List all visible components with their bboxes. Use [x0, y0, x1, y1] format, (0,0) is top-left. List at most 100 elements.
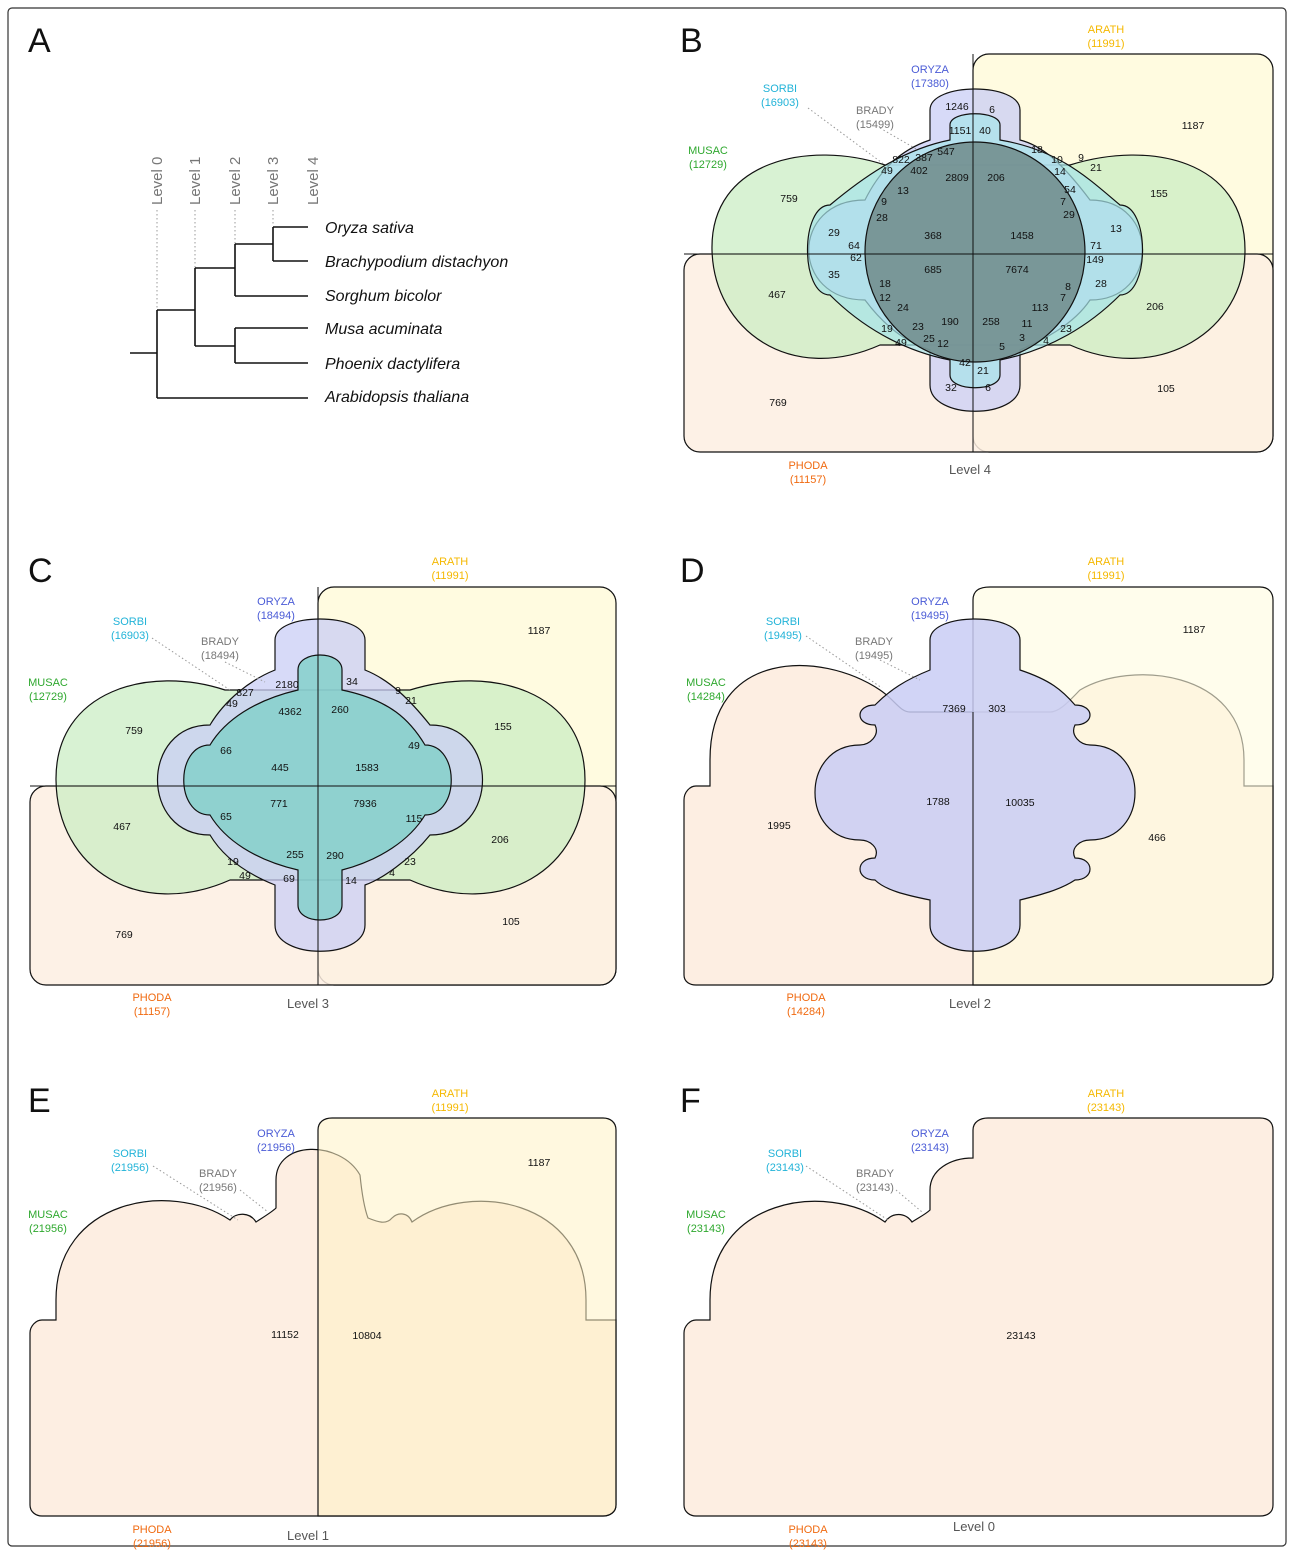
- arath-label: ARATH: [1088, 24, 1125, 36]
- region-count: 190: [941, 316, 959, 328]
- region-count: 7674: [1005, 264, 1029, 276]
- musac-label: MUSAC: [28, 1209, 68, 1221]
- oryza-count: (17380): [911, 78, 949, 90]
- region-count: 49: [226, 698, 238, 710]
- sorbi-pointer: [152, 1165, 239, 1221]
- sorbi-count: (16903): [761, 97, 799, 109]
- sorbi-count: (23143): [766, 1162, 804, 1174]
- region-count: 1246: [945, 101, 969, 113]
- region-count: 28: [1095, 278, 1107, 290]
- region-count: 769: [115, 929, 133, 941]
- brady-pointer: [224, 661, 266, 683]
- brady-pointer: [879, 127, 919, 151]
- region-count: 35: [828, 269, 840, 281]
- region-count: 14: [1054, 166, 1066, 178]
- arath-label: ARATH: [432, 556, 469, 568]
- level-label: Level 0: [953, 1519, 995, 1534]
- oryza-label: ORYZA: [911, 596, 949, 608]
- region-count: 155: [494, 721, 512, 733]
- arath-count: (11991): [1087, 570, 1124, 582]
- region-count: 18: [1031, 144, 1043, 156]
- brady-count: (15499): [856, 119, 894, 131]
- brady-pointer: [879, 659, 921, 681]
- panel-letter-c: C: [28, 552, 53, 590]
- brady-set: [864, 141, 1086, 363]
- musac-count: (12729): [689, 159, 727, 171]
- region-count: 11: [1022, 318, 1033, 330]
- region-count: 206: [491, 834, 509, 846]
- brady-count: (23143): [856, 1182, 894, 1194]
- phoda-count: (21956): [133, 1538, 171, 1550]
- panel-e: E ARATH (11991) ORYZA (21956) SORBI (219…: [28, 1082, 617, 1550]
- region-count: 65: [220, 811, 232, 823]
- region-count: 771: [270, 798, 288, 810]
- arath-label: ARATH: [432, 1088, 469, 1100]
- region-count: 4362: [278, 706, 302, 718]
- oryza-count: (18494): [257, 610, 295, 622]
- region-count: 7936: [353, 798, 377, 810]
- region-count: 12: [879, 292, 891, 304]
- region-count: 467: [113, 821, 131, 833]
- region-count: 759: [780, 193, 798, 205]
- panel-f-labels: ARATH (23143) ORYZA (23143) SORBI (23143…: [686, 1088, 1125, 1550]
- region-count: 10: [1051, 154, 1063, 166]
- brady-label: BRADY: [201, 636, 240, 648]
- brady-count: (18494): [201, 650, 239, 662]
- species-musa: Musa acuminata: [325, 321, 442, 338]
- region-count: 685: [924, 264, 942, 276]
- panel-b-numbers: 1187 1246 6 1151 40 547 387 822 402 49 2…: [768, 101, 1204, 409]
- musac-count: (12729): [29, 691, 67, 703]
- region-count: 7: [1060, 196, 1066, 208]
- phylogenetic-tree: [130, 226, 308, 399]
- region-count: 12: [937, 338, 949, 350]
- panel-c-labels: ARATH (11991) ORYZA (18494) SORBI (16903…: [28, 556, 468, 1018]
- phoda-count: (23143): [789, 1538, 827, 1550]
- region-count: 1187: [528, 625, 551, 637]
- phoda-label: PHODA: [132, 1524, 172, 1536]
- region-count: 29: [1063, 209, 1075, 221]
- panel-c: C ARATH (11991) ORYZA (18494) SORBI (169…: [28, 552, 617, 1018]
- musac-count: (14284): [687, 691, 725, 703]
- species-oryza: Oryza sativa: [325, 220, 414, 237]
- region-count: 368: [924, 230, 942, 242]
- region-count: 66: [220, 745, 232, 757]
- species-brachypodium: Brachypodium distachyon: [325, 254, 508, 271]
- region-count: 19: [227, 856, 239, 868]
- region-count: 149: [1086, 254, 1104, 266]
- arath-count: (11991): [1087, 38, 1124, 50]
- oryza-label: ORYZA: [911, 64, 949, 76]
- region-count: 64: [848, 240, 860, 252]
- level-label: Level 4: [949, 462, 991, 477]
- region-count: 23: [1060, 323, 1072, 335]
- region-count: 6: [985, 382, 991, 394]
- region-count: 34: [346, 676, 358, 688]
- region-count: 303: [988, 703, 1006, 715]
- region-count: 547: [937, 146, 955, 158]
- region-count: 769: [769, 397, 787, 409]
- region-count: 28: [876, 212, 888, 224]
- phoda-count: (11157): [790, 474, 826, 486]
- region-count: 827: [236, 687, 254, 699]
- brady-pointer: [895, 1189, 923, 1213]
- arath-label: ARATH: [1088, 1088, 1125, 1100]
- region-count: 19: [881, 323, 893, 335]
- level-header-3: Level 3: [265, 157, 282, 205]
- panel-letter-d: D: [680, 552, 705, 590]
- region-count: 2180: [275, 679, 299, 691]
- sorbi-count: (21956): [111, 1162, 149, 1174]
- phoda-label: PHODA: [788, 1524, 828, 1536]
- region-count: 206: [987, 172, 1005, 184]
- panel-f-numbers: 23143: [1006, 1330, 1035, 1342]
- region-count: 21: [1090, 162, 1102, 174]
- panel-c-numbers: 1187 2180 827 34 9 49 21 4362 260 759 15…: [113, 625, 550, 941]
- region-count: 29: [828, 227, 840, 239]
- region-count: 1187: [1182, 120, 1205, 132]
- region-count: 822: [892, 154, 910, 166]
- region-count: 71: [1090, 240, 1102, 252]
- level-header-4: Level 4: [305, 157, 322, 205]
- species-sorghum: Sorghum bicolor: [325, 288, 442, 305]
- oryza-count: (19495): [911, 610, 949, 622]
- panel-letter-e: E: [28, 1082, 51, 1120]
- phoda-label: PHODA: [786, 992, 826, 1004]
- panel-b: B ARATH (11991) ORYZA (17380) SORBI (169…: [680, 22, 1274, 486]
